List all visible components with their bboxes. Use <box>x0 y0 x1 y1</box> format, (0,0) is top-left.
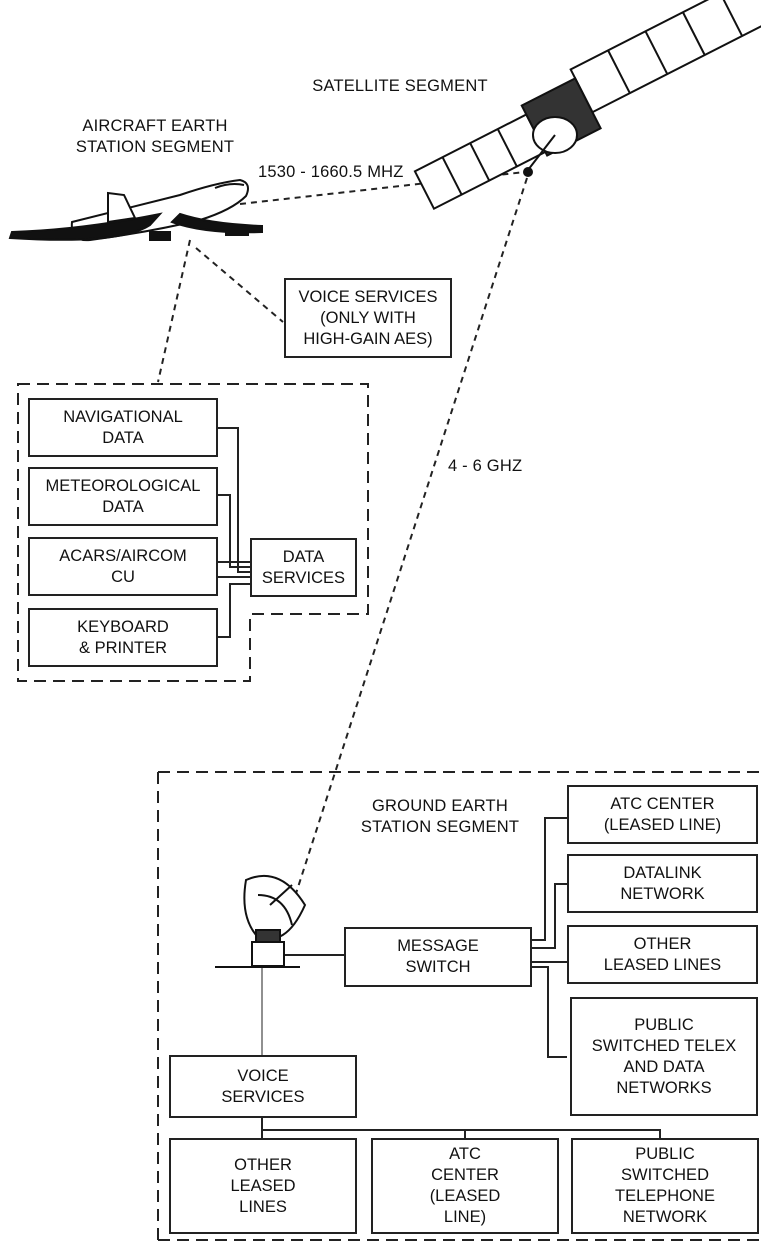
aircraft-segment-label: AIRCRAFT EARTH STATION SEGMENT <box>50 116 260 158</box>
c-band-frequency-label: 4 - 6 GHZ <box>448 456 568 477</box>
navigational-data-box: NAVIGATIONAL DATA <box>28 398 218 457</box>
atc-center-leased-line-box: ATC CENTER (LEASED LINE) <box>567 785 758 844</box>
atc-center-bottom-box: ATC CENTER (LEASED LINE) <box>371 1138 559 1234</box>
switch-to-telex <box>532 967 567 1057</box>
voice-services-box: VOICE SERVICES <box>169 1055 357 1118</box>
public-switched-telex-box: PUBLIC SWITCHED TELEX AND DATA NETWORKS <box>570 997 758 1116</box>
meteorological-data-box: METEOROLOGICAL DATA <box>28 467 218 526</box>
voice-services-aes-box: VOICE SERVICES (ONLY WITH HIGH-GAIN AES) <box>284 278 452 358</box>
switch-to-datalink <box>532 884 567 948</box>
keyboard-connector <box>218 584 250 637</box>
voice-to-bottom-boxes <box>262 1118 660 1138</box>
met-connector <box>218 495 250 567</box>
data-services-box: DATA SERVICES <box>250 538 357 597</box>
datalink-network-box: DATALINK NETWORK <box>567 854 758 913</box>
satellite-icon <box>406 0 761 212</box>
satellite-dish-icon <box>215 876 305 967</box>
acars-aircom-box: ACARS/AIRCOM CU <box>28 537 218 596</box>
nav-connector <box>218 428 250 572</box>
keyboard-printer-box: KEYBOARD & PRINTER <box>28 608 218 667</box>
message-switch-box: MESSAGE SWITCH <box>344 927 532 987</box>
satellite-segment-label: SATELLITE SEGMENT <box>300 76 500 97</box>
airplane-icon <box>10 180 262 240</box>
aircraft-to-data-link <box>158 240 190 382</box>
aircraft-to-voice-link <box>196 248 283 322</box>
ground-segment-label: GROUND EARTH STATION SEGMENT <box>340 796 540 838</box>
other-leased-lines-box: OTHER LEASED LINES <box>567 925 758 984</box>
public-switched-telephone-box: PUBLIC SWITCHED TELEPHONE NETWORK <box>571 1138 759 1234</box>
l-band-frequency-label: 1530 - 1660.5 MHZ <box>258 162 458 183</box>
other-leased-lines-bottom-box: OTHER LEASED LINES <box>169 1138 357 1234</box>
